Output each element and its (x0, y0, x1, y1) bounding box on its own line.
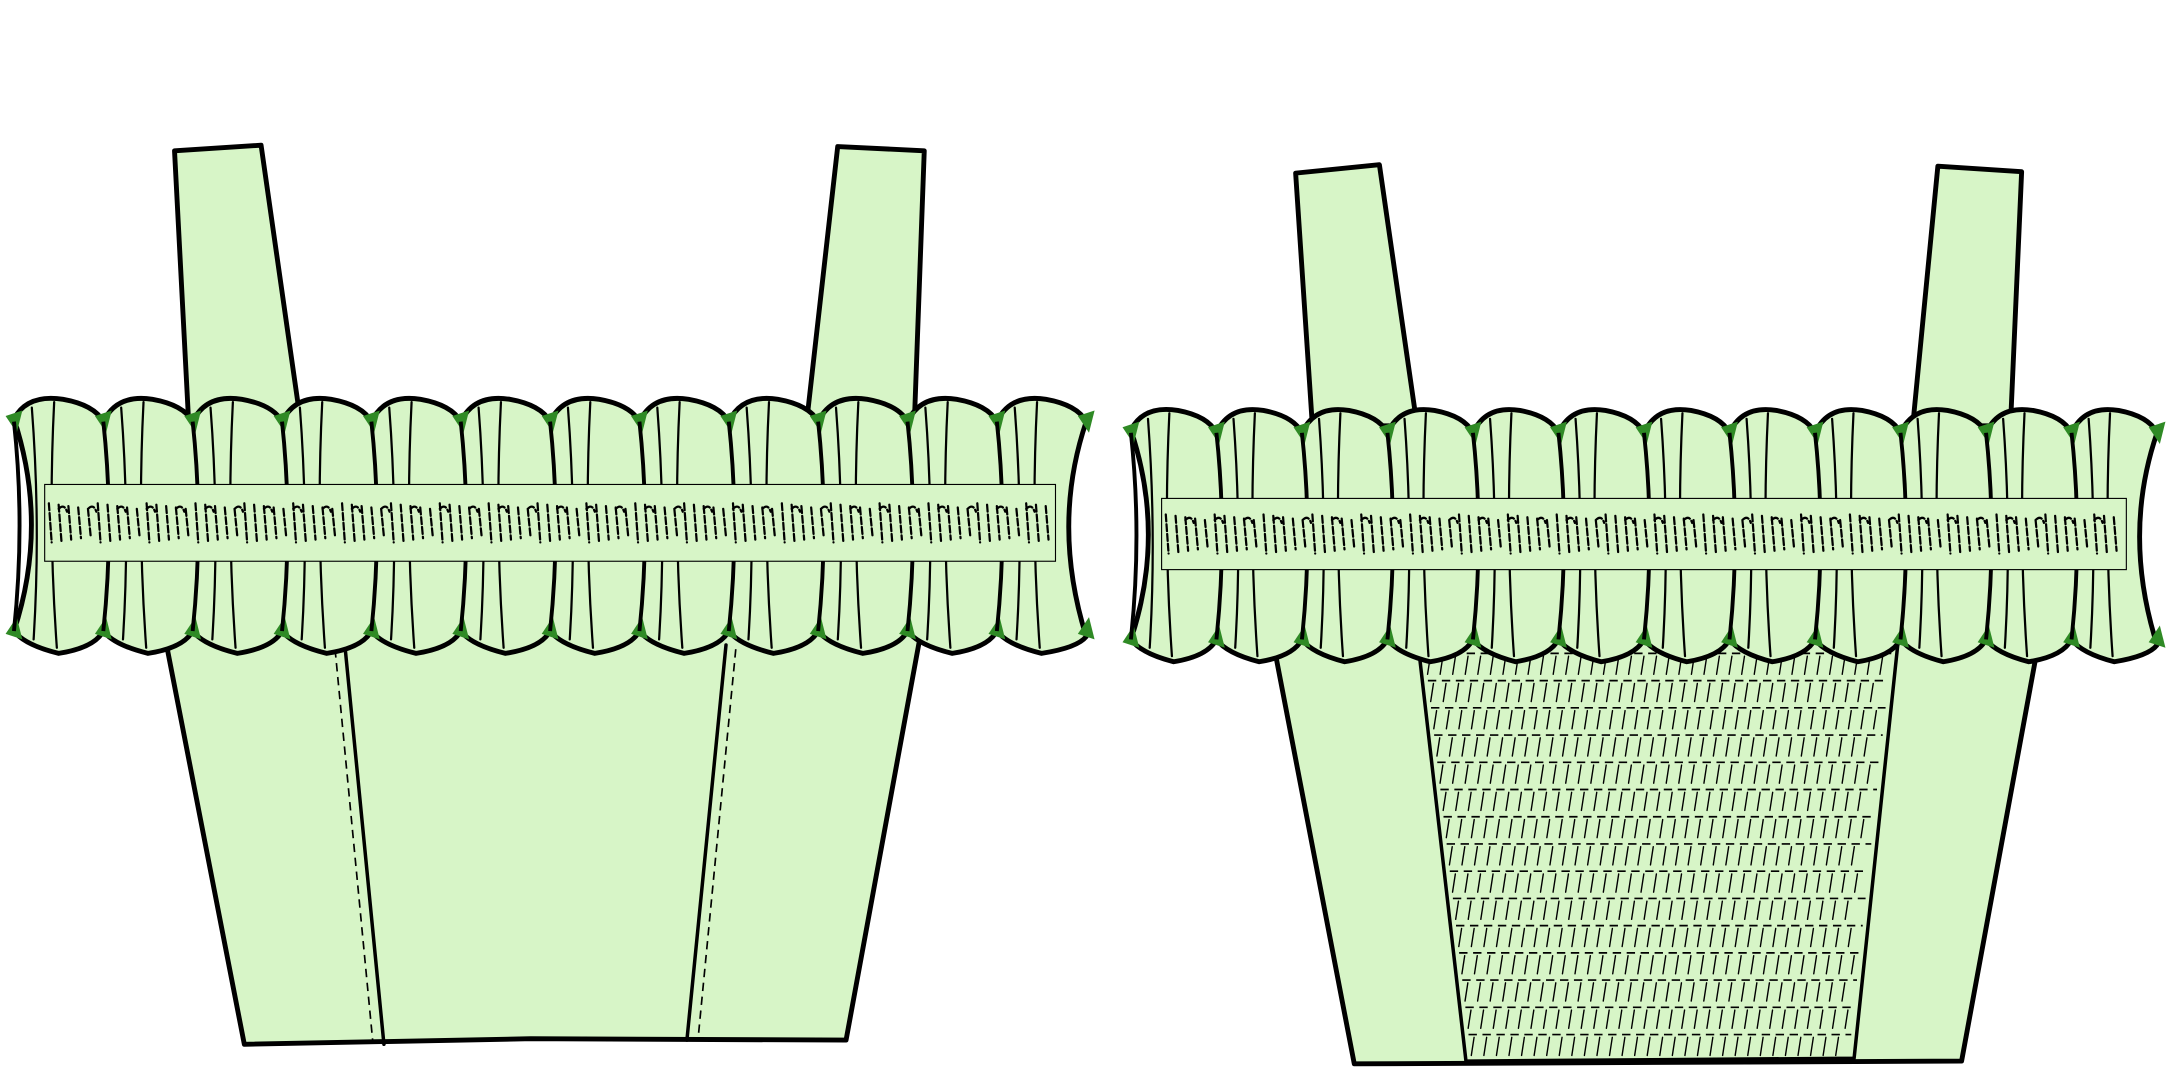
ruffle-shadow-top (1077, 410, 1095, 433)
back-left-strap (1293, 162, 1420, 429)
back-ruffle-band (1122, 407, 2166, 665)
front-body (158, 611, 927, 1047)
smocking-gathers (1426, 655, 1884, 676)
smocking-gathers (1448, 846, 1856, 866)
smocking-stitches (1164, 513, 2118, 555)
smocking-gathers (1439, 764, 1871, 784)
smocking-stitches (47, 502, 1050, 544)
front-view (5, 142, 1095, 1047)
front-right-seam (685, 643, 728, 1042)
back-smocking-rows (1424, 652, 1892, 1057)
front-right-strap (804, 144, 927, 422)
elastic-casing (1161, 497, 2127, 571)
ruffle-divider (12, 421, 22, 632)
front-left-topstitch (334, 649, 374, 1042)
smocking-gathers (1433, 709, 1878, 730)
front-right-topstitch (697, 649, 737, 1039)
ruffle-fold-line (1146, 417, 1154, 649)
smocking-gathers (1445, 818, 1865, 839)
back-right-strap (1910, 163, 2025, 429)
smocking-gathers (1451, 873, 1859, 893)
smocking-gathers (1464, 982, 1846, 1002)
smocking-gathers (1461, 954, 1855, 975)
ruffle-shadow-bottom (1077, 617, 1095, 640)
smocking-gathers (1470, 1036, 1840, 1057)
front-left-seam (343, 643, 386, 1047)
back-view (1122, 162, 2166, 1067)
ruffle-shadow-bottom (2148, 625, 2166, 648)
smocking-gathers (1467, 1009, 1849, 1029)
smocking-gathers (1429, 682, 1874, 703)
front-left-strap (172, 142, 303, 422)
ruffle-shadow-top (2148, 421, 2166, 444)
smocking-gathers (1458, 927, 1852, 948)
smocking-gathers (1454, 900, 1849, 921)
front-ruffle-band (5, 395, 1095, 656)
elastic-casing (44, 483, 1057, 562)
smocking-gathers (1442, 791, 1862, 812)
ruffle-divider (1128, 432, 1139, 640)
smocking-gathers (1436, 737, 1868, 757)
ruffle-fold-line (30, 406, 38, 641)
